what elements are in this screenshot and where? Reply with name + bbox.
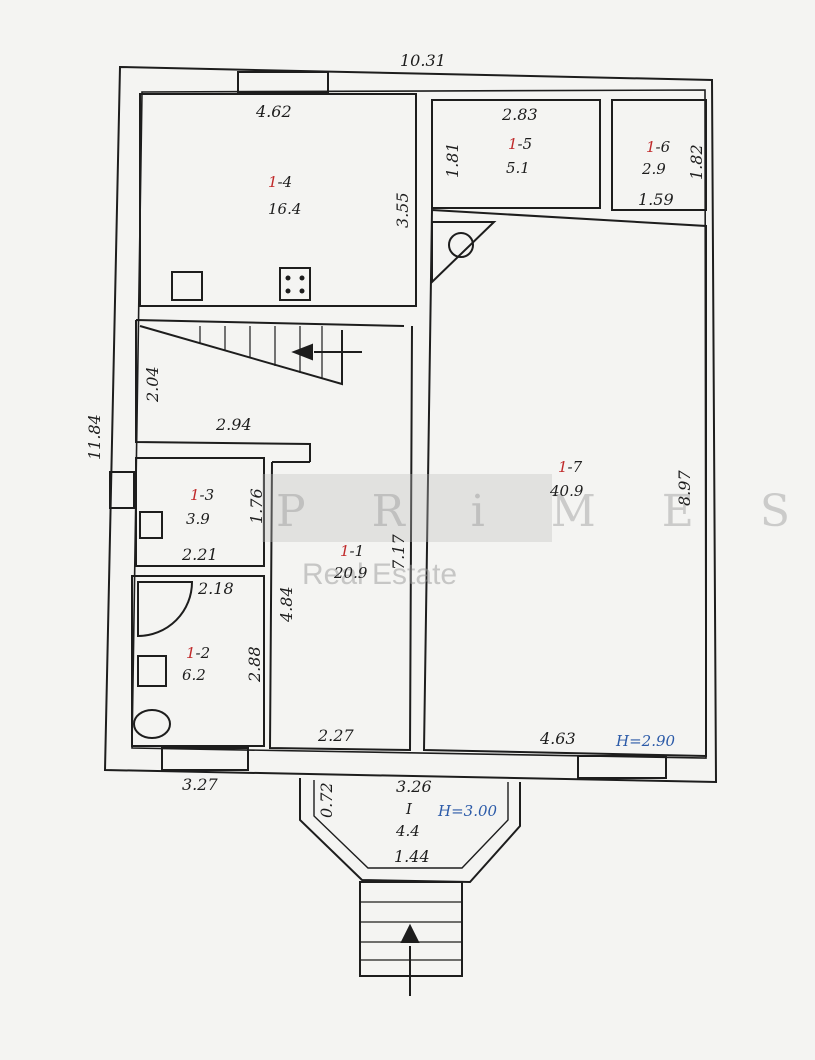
dim-r12-depth: 2.88: [245, 646, 264, 683]
dim-total-height: 11.84: [85, 414, 104, 460]
room-1-6-area: 2.9: [641, 160, 666, 178]
dim-hall-depth: 4.84: [277, 586, 296, 623]
dim-kitchen-width: 4.62: [255, 102, 292, 121]
room-1-7-id: 1-7: [558, 458, 583, 476]
window-bottom-left: [161, 747, 249, 771]
dim-r15-depth: 1.81: [443, 142, 462, 178]
room-1-2-id: 1-2: [186, 644, 210, 662]
room-1-4-area: 16.4: [268, 200, 301, 218]
dim-hall-width: 2.27: [317, 726, 354, 745]
room-1-3-id: 1-3: [190, 486, 214, 504]
window-top-left: [237, 71, 329, 93]
watermark: P R i M E S Real Estate: [262, 474, 815, 591]
basin-icon: [137, 655, 167, 687]
stair-diagonal: [139, 325, 343, 386]
room-1-6-id: 1-6: [646, 138, 671, 156]
room-porch-area: 4.4: [395, 822, 420, 840]
stair-outline: [135, 319, 405, 462]
dim-living-width: 4.63: [539, 729, 576, 748]
dim-hall-height: 7.17: [389, 534, 408, 570]
dim-kitchen-depth: 3.55: [393, 192, 412, 228]
dim-porch-side: 0.72: [317, 782, 336, 818]
room-1-3-outline: [135, 457, 265, 567]
window-bottom-right: [577, 755, 667, 779]
room-1-7-outline: [422, 208, 707, 758]
room-1-6-outline: [611, 99, 707, 211]
room-1-3-area: 3.9: [186, 510, 210, 528]
height-porch: H=3.00: [437, 802, 498, 820]
room-1-5-id: 1-5: [508, 135, 532, 153]
outer-wall-outer: [103, 65, 718, 784]
height-main: H=2.90: [615, 732, 676, 750]
stove-icon: [279, 267, 311, 301]
dim-porch-width: 1.44: [394, 847, 430, 866]
watermark-subtitle: Real Estate: [302, 558, 457, 591]
dim-r16-depth: 1.82: [687, 144, 706, 180]
corner-post: [448, 232, 474, 258]
dim-r16-width: 1.59: [638, 190, 674, 209]
room-1-4-id: 1-4: [268, 173, 292, 191]
room-1-5-outline: [431, 99, 601, 209]
room-1-5-area: 5.1: [506, 159, 530, 177]
dim-stair-depth: 2.04: [143, 366, 162, 403]
watermark-brand: P R i M E S: [276, 486, 815, 537]
dim-r15-width: 2.83: [501, 105, 538, 124]
boiler-icon: [139, 511, 163, 539]
stair-arrow-icon: [291, 343, 313, 361]
room-1-4-outline: [139, 93, 417, 307]
dim-bottom-mid: 3.26: [396, 777, 432, 796]
corner-closet: [431, 221, 497, 285]
porch-step-lines: [360, 901, 462, 961]
dim-living-height: 8.97: [675, 470, 694, 506]
window-left: [109, 471, 135, 509]
room-1-2-outline: [131, 575, 265, 747]
room-1-2-area: 6.2: [182, 666, 206, 684]
stair-treads: [199, 326, 323, 379]
dim-stair-width: 2.94: [215, 415, 252, 434]
sink-icon: [171, 271, 203, 301]
room-1-1-id: 1-1: [340, 542, 364, 560]
room-1-7-area: 40.9: [549, 482, 584, 500]
dim-r13-width: 2.21: [181, 545, 218, 564]
room-porch-id: I: [405, 800, 413, 818]
porch-inner: [313, 780, 509, 869]
entry-arrow-icon: [400, 923, 420, 943]
dim-total-width: 10.31: [400, 51, 446, 70]
room-1-1-outline: [268, 325, 413, 752]
dim-r13-depth: 1.76: [247, 488, 266, 524]
shower-icon: [137, 581, 194, 638]
toilet-icon: [133, 709, 171, 739]
dim-bottom-left: 3.27: [182, 775, 218, 794]
dim-r12-width: 2.18: [197, 579, 234, 598]
room-1-1-area: 20.9: [333, 564, 368, 582]
